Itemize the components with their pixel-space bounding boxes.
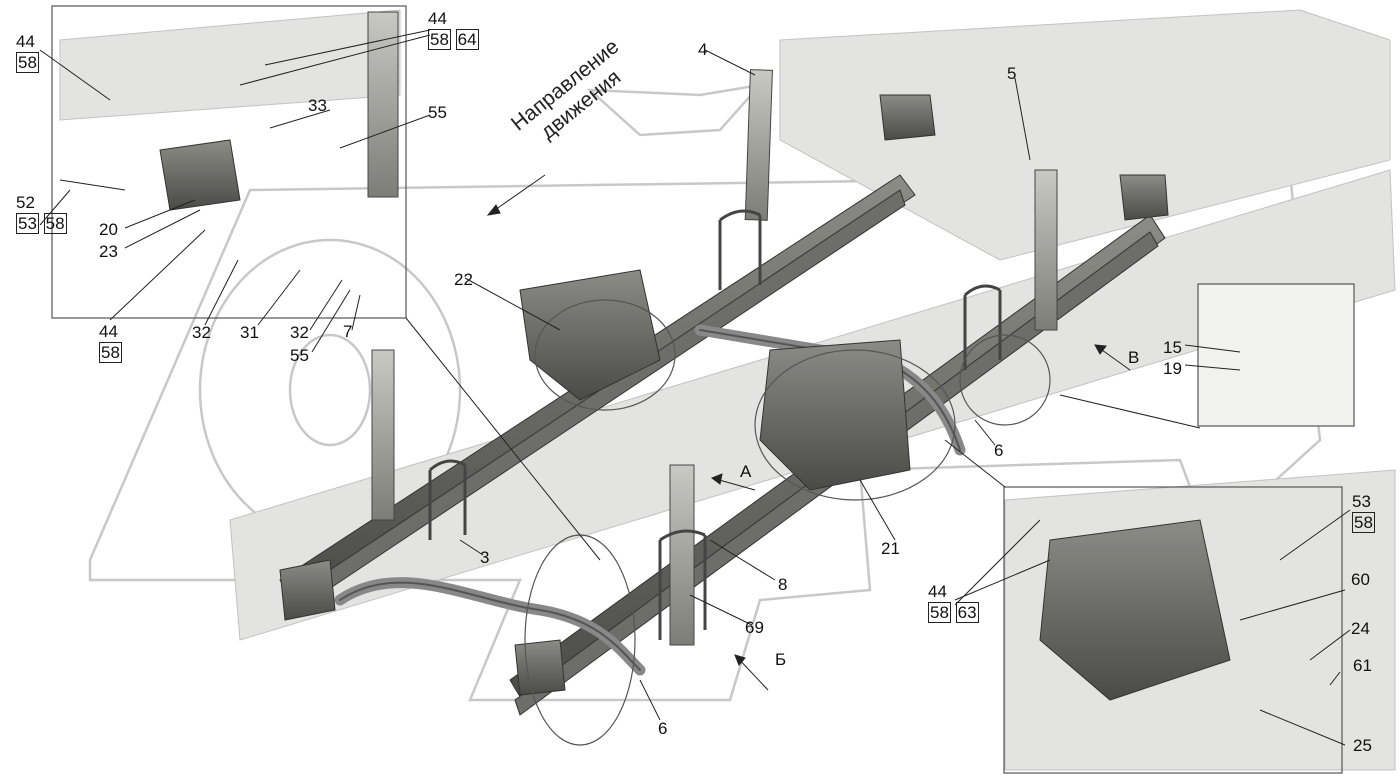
- callout-22: 22: [454, 270, 473, 289]
- stack-left-1: 52: [16, 193, 35, 212]
- callout-stack-right-top: 53 58: [1352, 492, 1375, 533]
- callout-stack-bottom: 44 58: [99, 322, 122, 363]
- callout-6-upper: 6: [994, 441, 1004, 460]
- callout-55-top: 55: [428, 103, 447, 122]
- callout-32-left: 32: [192, 323, 211, 342]
- callout-15: 15: [1163, 338, 1182, 357]
- leader-lines: [39, 29, 1351, 746]
- u-bolts: [428, 209, 1002, 640]
- stack-rb-1: 44: [928, 582, 947, 601]
- stack-tr-2: 58: [428, 29, 451, 50]
- inset-top-left: [51, 5, 407, 319]
- callout-7: 7: [343, 322, 353, 341]
- stack-rb-2: 58: [928, 602, 951, 623]
- stack-rb-3: 63: [955, 602, 979, 623]
- view-arrows: [486, 174, 1131, 691]
- stack-rt-1: 53: [1352, 492, 1371, 511]
- callout-60: 60: [1351, 570, 1370, 589]
- callout-4: 4: [698, 40, 708, 59]
- callout-55-bottom: 55: [290, 346, 309, 365]
- stack-tl-1: 44: [16, 32, 35, 51]
- stack-rt-2: 58: [1352, 512, 1375, 533]
- callout-19: 19: [1163, 359, 1182, 378]
- callout-69: 69: [745, 618, 764, 637]
- callout-31: 31: [240, 323, 259, 342]
- shock-absorbers: [367, 11, 1058, 646]
- callout-8: 8: [778, 575, 788, 594]
- callout-stack-top-right: 44 58 64: [428, 9, 479, 50]
- stack-left-3: 58: [43, 213, 67, 234]
- callout-stack-left: 52 53 58: [16, 193, 67, 234]
- callout-stack-right-bottom: 44 58 63: [928, 582, 979, 623]
- callout-61: 61: [1353, 656, 1372, 675]
- stack-bottom-2: 58: [99, 342, 122, 363]
- callout-33: 33: [308, 96, 327, 115]
- callout-3: 3: [480, 548, 490, 567]
- callout-23: 23: [99, 242, 118, 261]
- callout-25: 25: [1353, 736, 1372, 755]
- stack-tr-3: 64: [455, 29, 479, 50]
- callout-21: 21: [881, 539, 900, 558]
- callout-32-right: 32: [290, 323, 309, 342]
- stack-tl-2: 58: [16, 52, 39, 73]
- callout-stack-top-left: 44 58: [16, 32, 39, 73]
- callout-6-lower: 6: [658, 719, 668, 738]
- stack-bottom-1: 44: [99, 322, 118, 341]
- detail-ellipses: [524, 299, 1051, 746]
- view-label-a: А: [740, 462, 752, 481]
- callout-5: 5: [1007, 64, 1017, 83]
- stack-tr-1: 44: [428, 9, 447, 28]
- view-label-v: В: [1128, 348, 1140, 367]
- callout-20: 20: [99, 220, 118, 239]
- inset-view-b: [1003, 486, 1343, 774]
- stack-left-2: 53: [16, 213, 39, 234]
- callout-24: 24: [1351, 619, 1370, 638]
- inset-view-v: [1197, 283, 1355, 427]
- view-label-b: Б: [775, 650, 787, 669]
